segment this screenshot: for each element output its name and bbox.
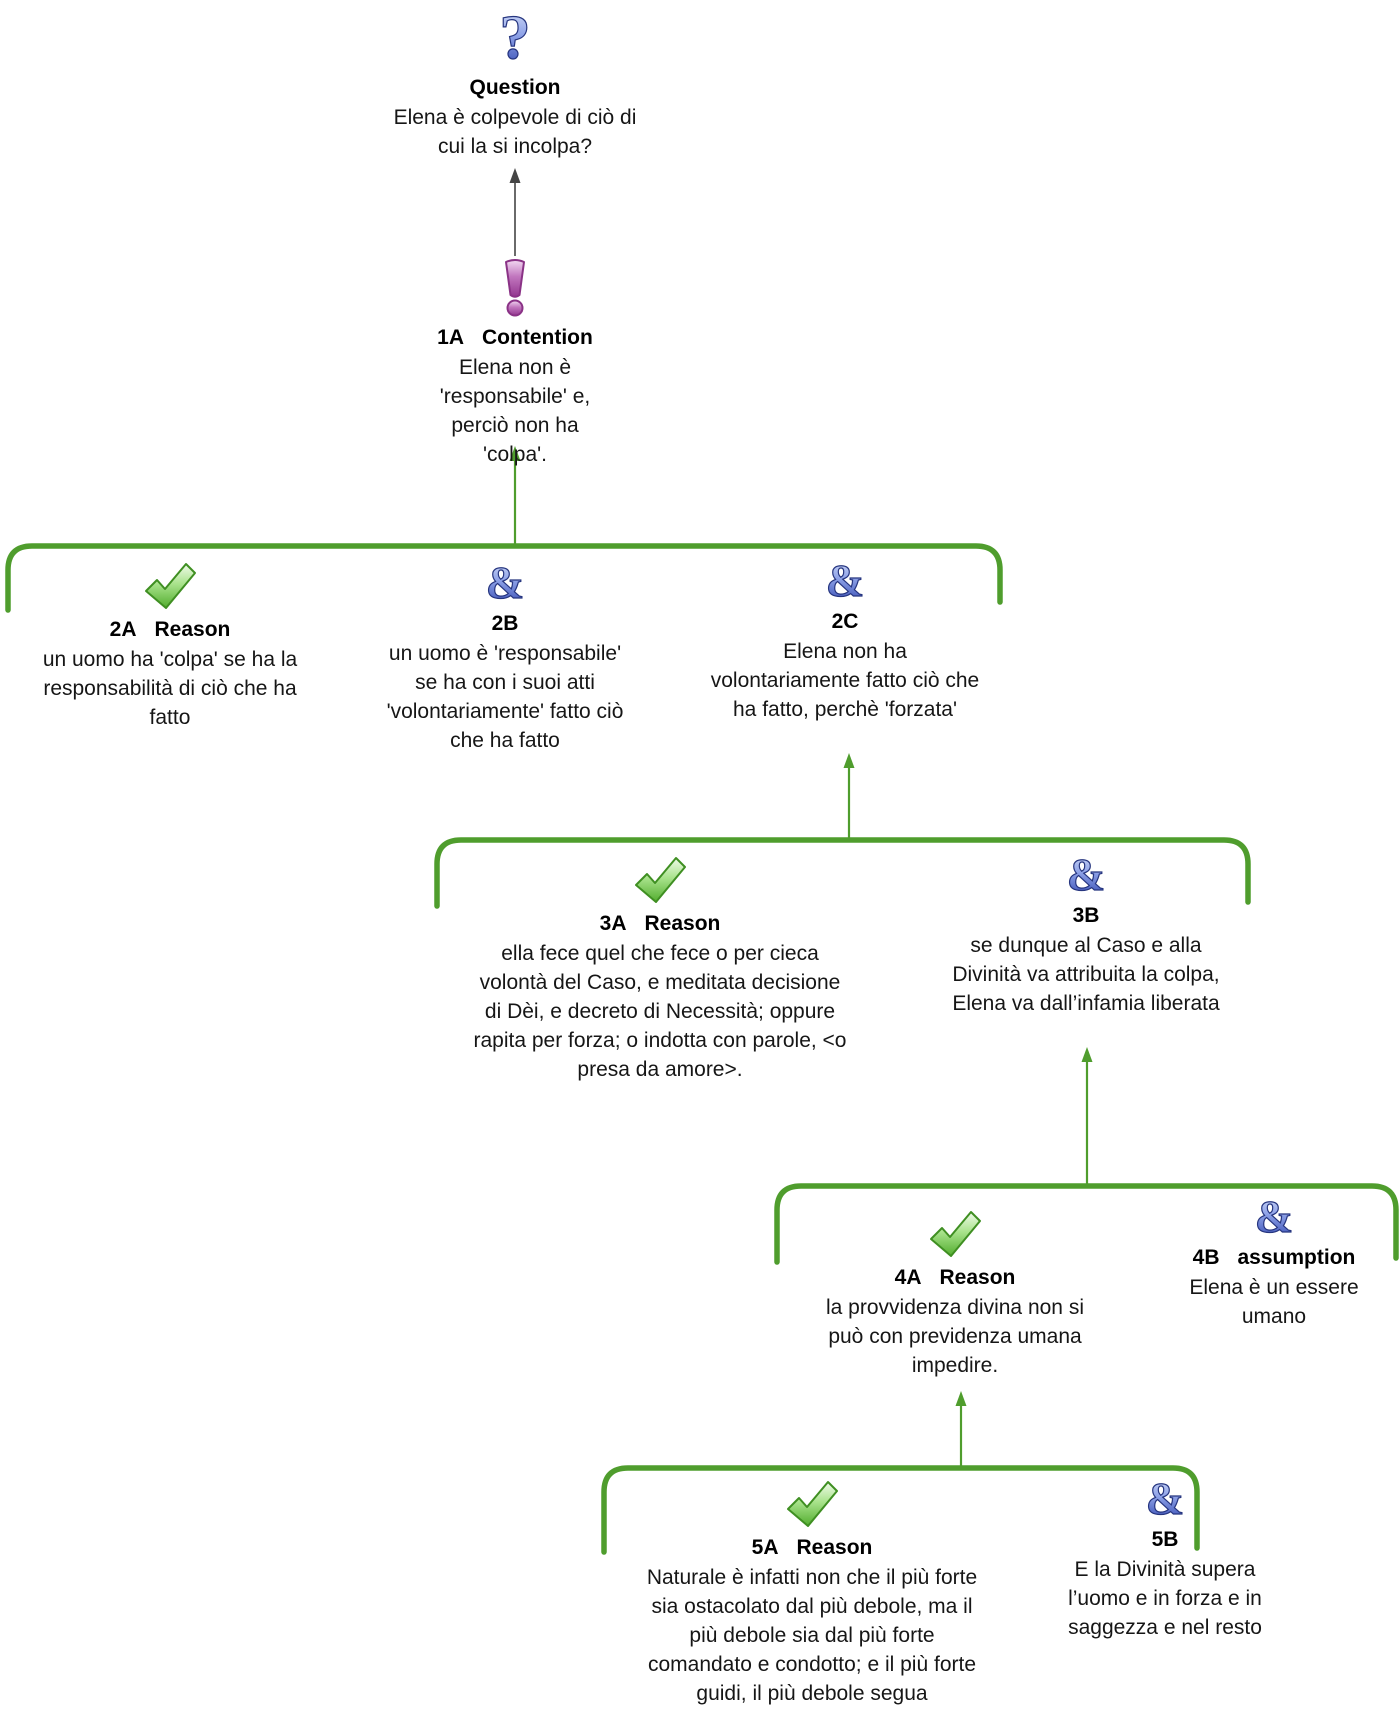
question-node[interactable]: ? Question Elena è colpevole di ciò di c… [355, 3, 675, 161]
exclamation-icon [497, 258, 533, 318]
ampersand-icon: & [1063, 848, 1109, 900]
premise-2b-node[interactable]: & 2B un uomo è 'responsabile' se ha con … [350, 556, 660, 755]
premise-3b-label: 3B [1072, 904, 1100, 927]
group-bracket-level2 [5, 543, 1003, 613]
premise-2b-text: un uomo è 'responsabile' se ha con i suo… [386, 642, 624, 752]
group-bracket-level5 [601, 1465, 1200, 1555]
question-text: Elena è colpevole di ciò di cui la si in… [393, 106, 637, 158]
support-arrow-level5 [955, 1391, 967, 1466]
check-icon [927, 1210, 983, 1258]
question-label: Question [469, 76, 561, 99]
premise-2c-text: Elena non ha volontariamente fatto ciò c… [710, 640, 980, 721]
support-arrow-level3 [843, 753, 855, 838]
svg-text:?: ? [500, 6, 531, 68]
premise-2c-label: 2C [831, 610, 859, 633]
support-arrow-level2 [509, 446, 521, 544]
check-icon [142, 562, 198, 610]
question-mark-icon: ? [490, 3, 540, 72]
ampersand-icon: & [482, 556, 528, 608]
premise-5b-node[interactable]: & 5B E la Divinità supera l’uomo e in fo… [1040, 1472, 1290, 1642]
premise-5b-label: 5B [1151, 1528, 1179, 1551]
premise-2c-node[interactable]: & 2C Elena non ha volontariamente fatto … [675, 554, 1015, 724]
assumption-4b-text: Elena è un essere umano [1189, 1276, 1359, 1328]
svg-text:&: & [486, 560, 524, 604]
premise-3b-text: se dunque al Caso e alla Divinità va att… [952, 934, 1220, 1015]
svg-text:&: & [1067, 852, 1105, 896]
ampersand-icon: & [822, 554, 868, 606]
svg-text:&: & [1255, 1194, 1293, 1238]
svg-text:&: & [826, 558, 864, 602]
premise-3b-node[interactable]: & 3B se dunque al Caso e alla Divinità v… [896, 848, 1276, 1018]
ampersand-icon: & [1142, 1472, 1188, 1524]
check-icon [784, 1480, 840, 1528]
group-bracket-level3 [434, 837, 1251, 909]
ampersand-icon: & [1251, 1190, 1297, 1242]
premise-5b-text: E la Divinità supera l’uomo e in forza e… [1068, 1558, 1262, 1639]
group-bracket-level4 [774, 1183, 1399, 1265]
check-icon [632, 856, 688, 904]
reason-5a-text: Naturale è infatti non che il più forte … [646, 1566, 978, 1705]
reason-4a-text: la provvidenza divina non si può con pre… [826, 1296, 1084, 1377]
support-arrow-level4 [1081, 1047, 1093, 1184]
svg-text:&: & [1146, 1476, 1184, 1520]
contention-to-question-arrow [509, 168, 521, 256]
reason-2a-text: un uomo ha 'colpa' se ha la responsabili… [42, 648, 298, 729]
premise-2b-label: 2B [491, 612, 519, 635]
reason-3a-text: ella fece quel che fece o per cieca volo… [473, 942, 847, 1081]
contention-text: Elena non è 'responsabile' e, perciò non… [439, 356, 591, 466]
